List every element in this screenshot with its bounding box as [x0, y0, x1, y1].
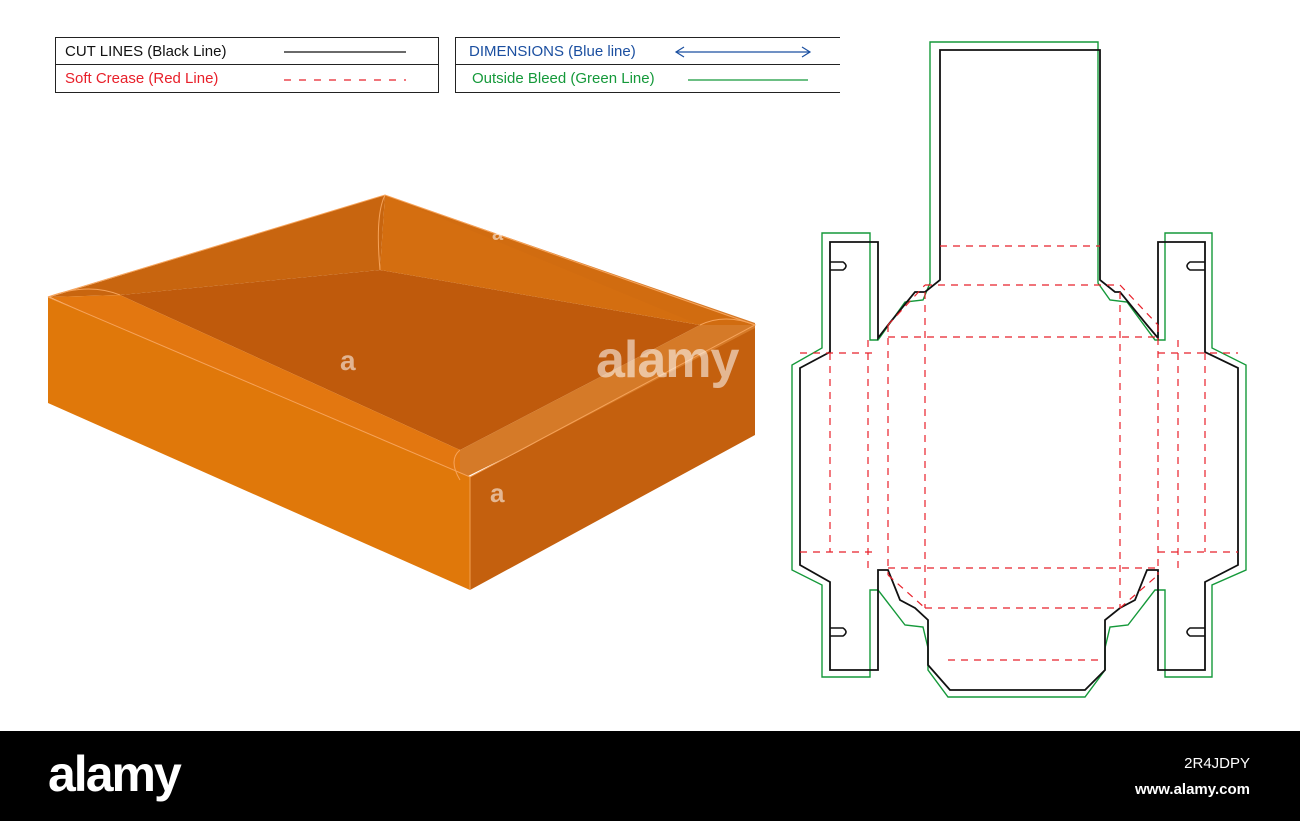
legend-row-dimensions: DIMENSIONS (Blue line) — [456, 38, 840, 64]
legend-sample-bleed-line — [688, 78, 813, 82]
box-inner-floor — [120, 270, 700, 450]
legend-label-outside-bleed: Outside Bleed (Green Line) — [472, 69, 655, 87]
legend-row-outside-bleed: Outside Bleed (Green Line) — [456, 65, 840, 91]
legend-sample-cut-line — [284, 50, 409, 54]
watermark-a: a — [492, 223, 503, 245]
legend-divider — [56, 64, 438, 65]
dieline-bleed-outline — [791, 41, 1247, 698]
watermark-a: a — [490, 478, 505, 508]
footer-site-link[interactable]: www.alamy.com — [1134, 781, 1250, 798]
legend-divider — [456, 64, 840, 65]
dieline-diagram — [780, 30, 1260, 715]
box-side-face — [470, 328, 755, 590]
legend-label-soft-crease: Soft Crease (Red Line) — [65, 69, 219, 87]
legend-row-cut-lines: CUT LINES (Black Line) — [56, 38, 438, 64]
footer-logo[interactable]: alamy — [48, 746, 182, 802]
watermark-alamy: alamy — [596, 331, 739, 389]
legend-label-dimensions: DIMENSIONS (Blue line) — [469, 42, 636, 60]
legend-label-cut-lines: CUT LINES (Black Line) — [65, 42, 227, 60]
box-rim-right — [385, 195, 755, 480]
legend-sample-crease-line — [284, 78, 409, 82]
legend-sample-dimension-arrow — [674, 45, 814, 59]
box-front-face — [48, 297, 470, 590]
legend-row-soft-crease: Soft Crease (Red Line) — [56, 65, 438, 91]
legend-table-right: DIMENSIONS (Blue line) Outside Bleed (Gr… — [455, 37, 840, 93]
box-3d-render — [40, 185, 770, 610]
footer-image-id: 2R4JDPY — [1184, 755, 1250, 772]
watermark-a: a — [340, 345, 356, 376]
dieline-cut-outline — [799, 49, 1239, 691]
legend-table-left: CUT LINES (Black Line) Soft Crease (Red … — [55, 37, 439, 93]
footer-bar: alamy 2R4JDPY www.alamy.com — [0, 731, 1300, 821]
dieline-crease-lines — [800, 245, 1238, 661]
